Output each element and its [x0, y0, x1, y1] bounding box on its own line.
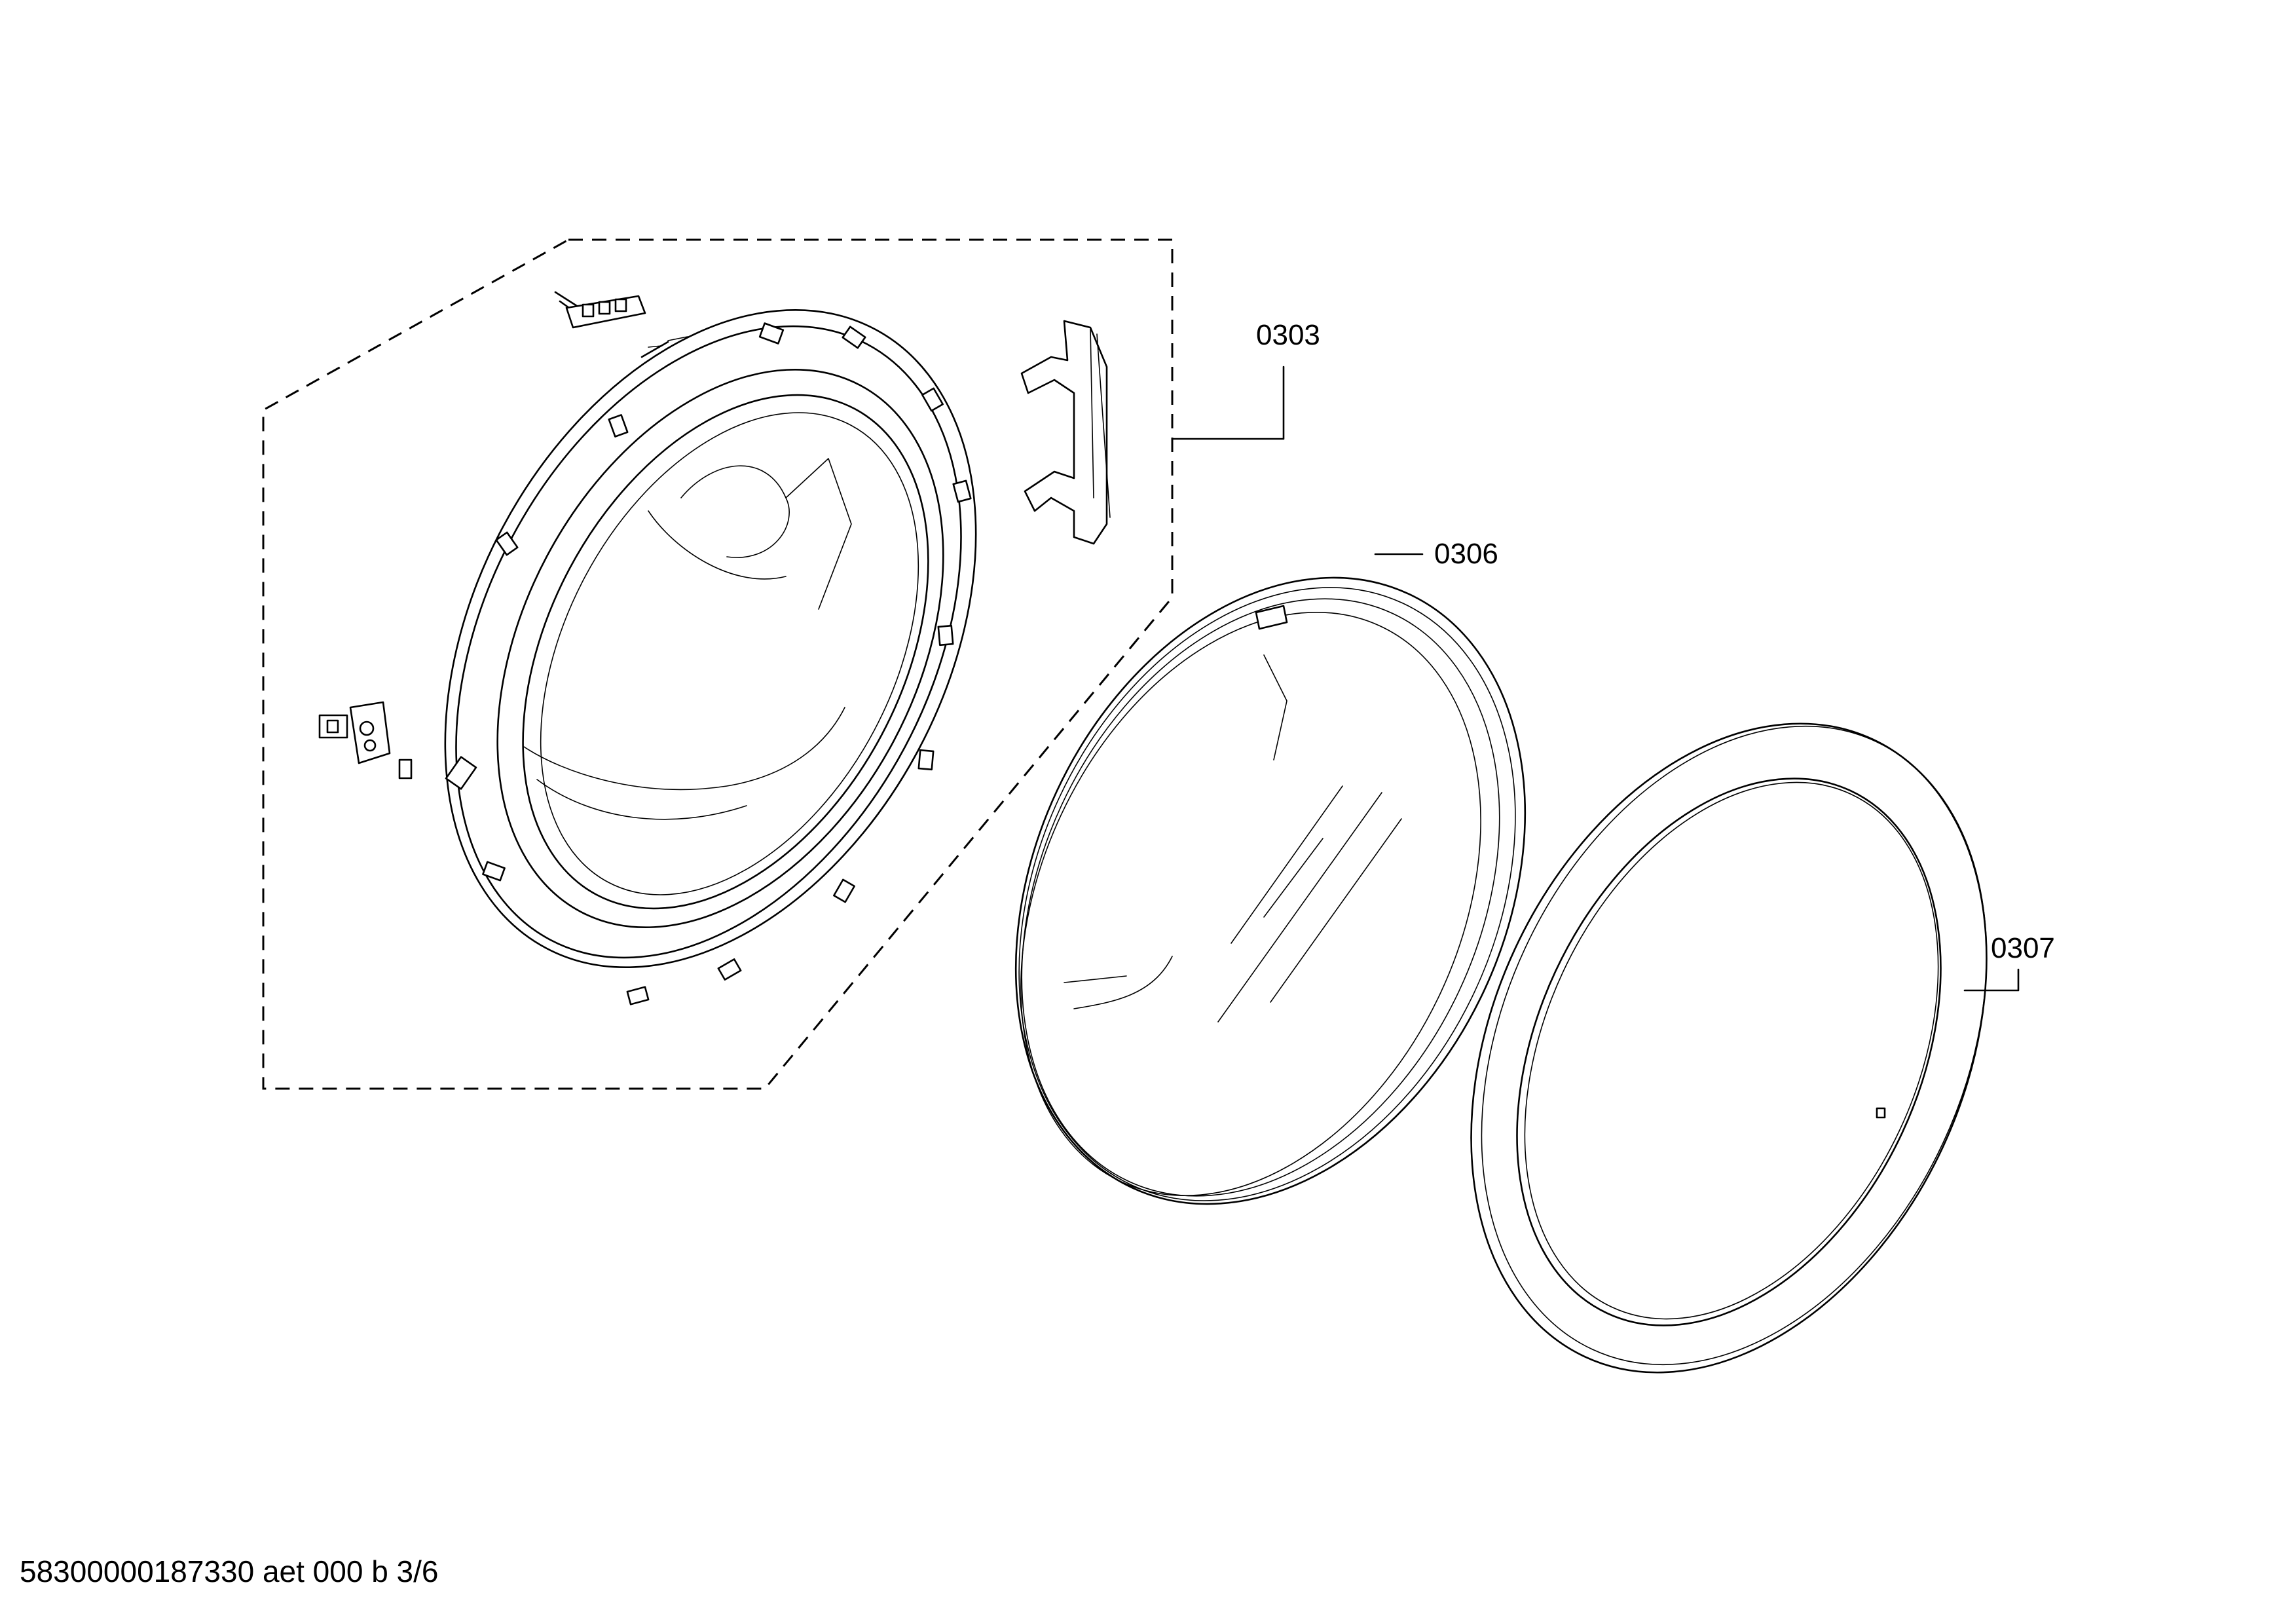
leader-line-0307	[1963, 968, 2020, 992]
assembly-boundary-0303	[262, 238, 1174, 1090]
door-glass-0306	[1014, 576, 1527, 1205]
hinge-bracket	[1020, 320, 1111, 545]
leader-line-0303	[1171, 366, 1285, 440]
trim-ring-0307	[1470, 723, 1988, 1374]
part-label-0303: 0303	[1256, 319, 1320, 351]
door-frame-0303	[444, 309, 977, 1005]
drawing-reference-number: 58300000187330 aet 000 b 3/6	[20, 1554, 439, 1588]
hinge-pin	[554, 291, 646, 329]
part-label-0307: 0307	[1991, 932, 2055, 964]
door-catch	[318, 701, 413, 779]
part-label-0306: 0306	[1434, 538, 1498, 570]
